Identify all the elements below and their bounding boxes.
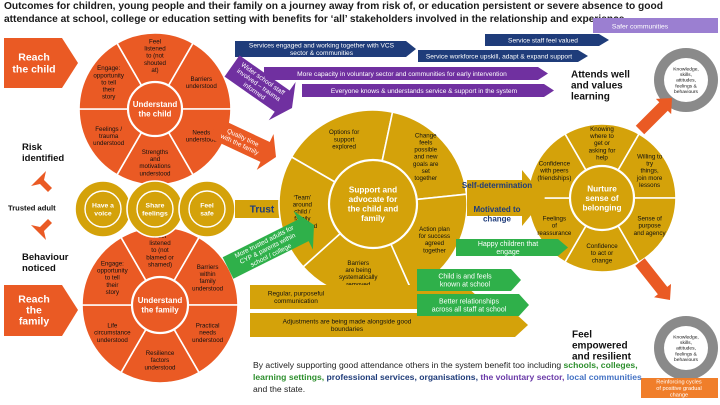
- belonging-wheel-centre: [568, 164, 636, 232]
- top-arrow-services-engaged-label: Services engaged and working together wi…: [249, 43, 395, 58]
- adjustments-band: [250, 313, 528, 337]
- reinforcing-cycles-box: [641, 378, 718, 398]
- more-trusted-arrow: [222, 211, 314, 279]
- green-arrow-happy-children: [456, 239, 568, 256]
- ksa-bottom-label: Knowledge,skills,attitudes,feelings &beh…: [673, 334, 699, 363]
- ksa-circle-top-inner: [664, 58, 708, 102]
- green-arrow-better-relationships: [417, 294, 529, 316]
- to-ksa-top-arrow: [635, 98, 672, 135]
- top-arrow-everyone-knows: [302, 84, 554, 97]
- header-text: Outcomes for children, young people and …: [4, 1, 663, 25]
- child-wheel-centre: [126, 80, 184, 138]
- up-double-arrow-icon: [31, 171, 52, 192]
- ksa-top-label: Knowledge,skills,attitudes,feelings &beh…: [673, 66, 699, 95]
- top-arrow-everyone-knows-label: Everyone knows & understands service & s…: [331, 88, 518, 95]
- safer-communities-band: [593, 18, 718, 33]
- family-wheel-segment: [119, 303, 201, 384]
- belonging-wheel-segment: [563, 123, 641, 200]
- self-determination-label: Self-determination: [462, 181, 532, 190]
- trust-circle-inner: [188, 190, 226, 228]
- trust-circle-inner: [84, 190, 122, 228]
- adjustments-label: Adjustments are being made alongside goo…: [283, 319, 412, 333]
- ksa-circle-bottom-inner: [664, 326, 708, 370]
- family-wheel-centre: [130, 275, 190, 335]
- top-arrow-voluntary-capacity: [264, 67, 548, 80]
- quality-time-arrow: [209, 118, 276, 170]
- reach-family-arrow: [4, 285, 78, 336]
- trusted-adult-label: Trusted adult: [8, 204, 56, 213]
- reach-child-arrow: [4, 38, 78, 88]
- trust-circle-inner: [136, 190, 174, 228]
- green-arrow-known-at-school: [417, 269, 521, 291]
- top-arrow-staff-valued-label: Service staff feel valued: [508, 37, 578, 44]
- top-arrow-workforce-upskill: [418, 50, 588, 62]
- wider-school-arrow: [224, 55, 296, 121]
- motivation-arrow: [467, 170, 545, 226]
- child-wheel-segment: [115, 32, 195, 111]
- footer-text: By actively supporting good attendance o…: [253, 360, 642, 394]
- safer-communities-label: Safer communities: [612, 23, 669, 30]
- top-arrow-voluntary-capacity-label: More capacity in voluntary sector and co…: [297, 71, 507, 78]
- down-double-arrow-icon: [31, 219, 52, 240]
- top-arrow-workforce-upskill-label: Service workforce upskill, adapt & expan…: [426, 53, 572, 60]
- top-arrow-staff-valued: [485, 34, 609, 46]
- trust-label: Trust: [250, 205, 275, 216]
- to-ksa-bottom-arrow: [635, 258, 672, 300]
- support-wheel-centre: [327, 158, 419, 250]
- top-arrow-services-engaged: [235, 41, 416, 57]
- belonging-wheel-segment: [563, 196, 641, 273]
